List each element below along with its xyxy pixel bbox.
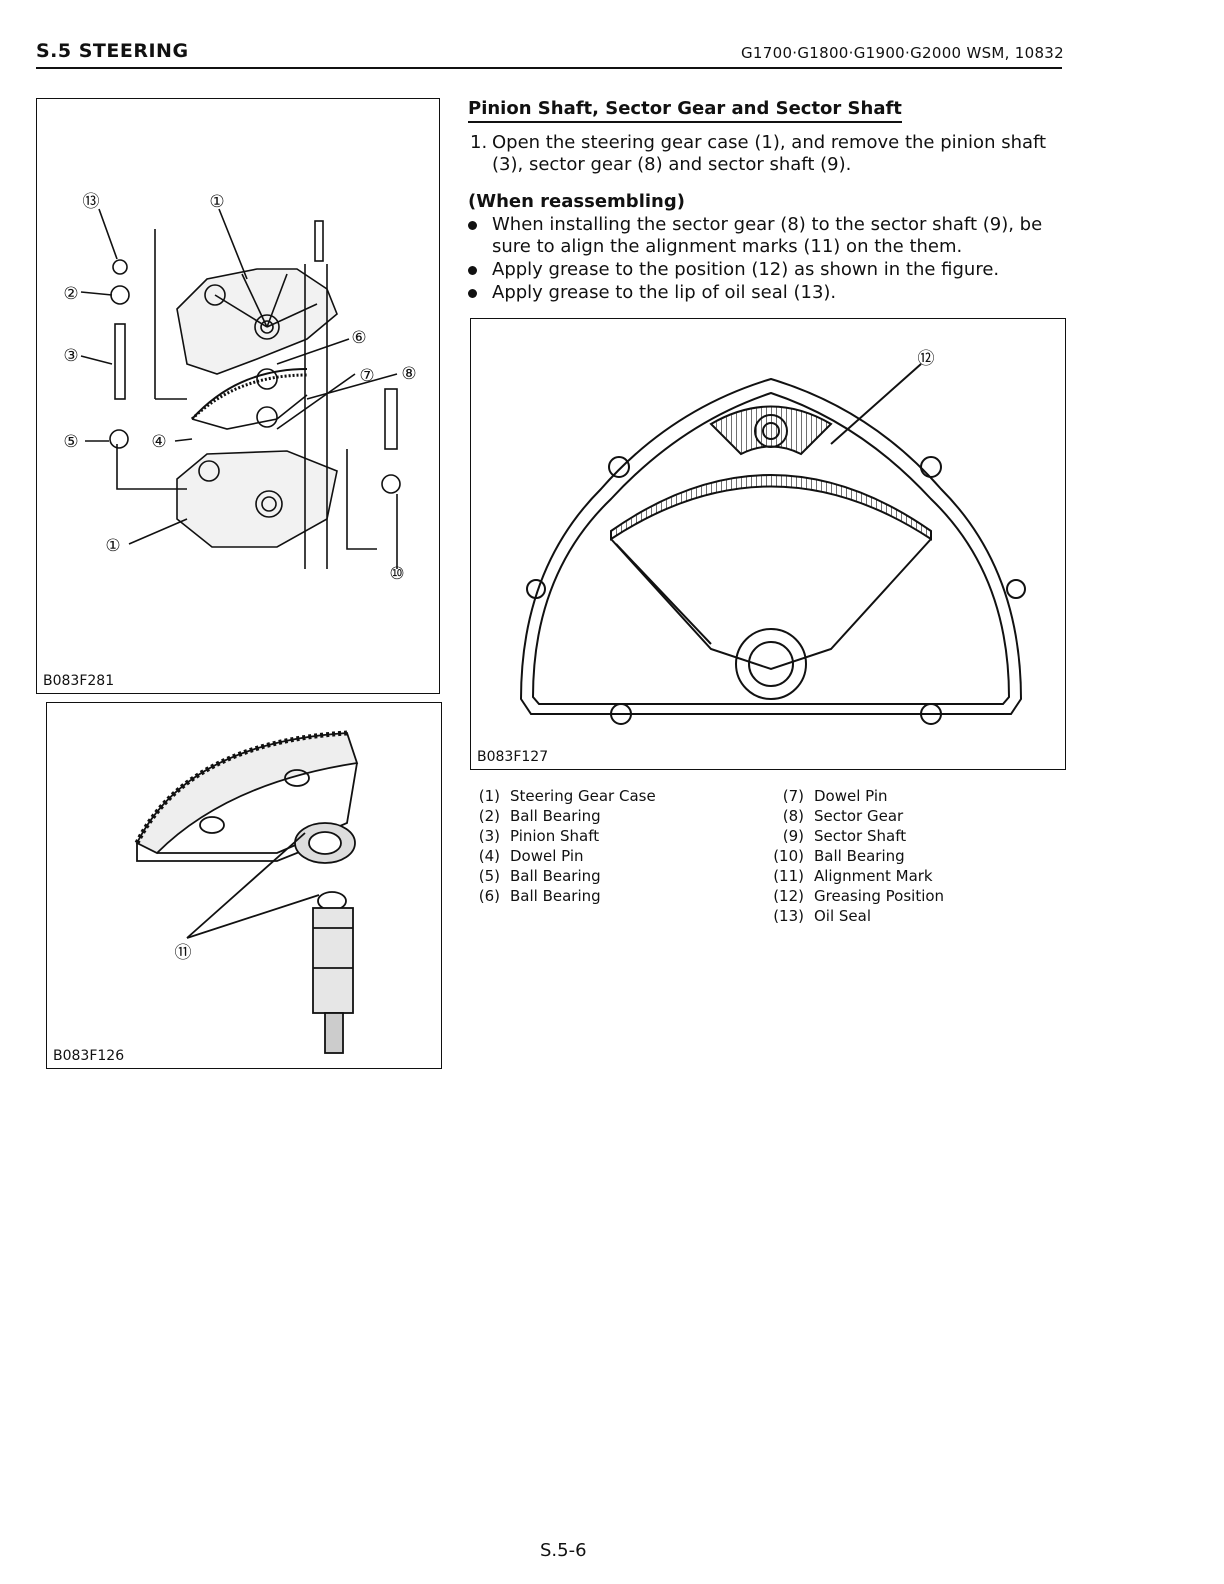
bullet-item: Apply grease to the lip of oil seal (13)… bbox=[466, 282, 1062, 304]
callout-11: ⑪ bbox=[175, 943, 192, 963]
legend-row: (5)Ball Bearing bbox=[478, 867, 601, 885]
case-greasing-figure: ⑫ B083F127 bbox=[470, 318, 1066, 770]
bullet-item: Apply grease to the position (12) as sho… bbox=[466, 259, 1062, 281]
legend-row: (6)Ball Bearing bbox=[478, 887, 601, 905]
bullet-icon bbox=[468, 266, 477, 275]
callout-8: ⑧ bbox=[401, 364, 416, 384]
legend-row: (4)Dowel Pin bbox=[478, 847, 584, 865]
parts-legend-right: (7)Dowel Pin (8)Sector Gear (9)Sector Sh… bbox=[772, 786, 944, 926]
figure-code: B083F127 bbox=[477, 749, 549, 765]
manual-reference: G1700·G1800·G1900·G2000 WSM, 10832 bbox=[740, 44, 1064, 62]
legend-row: (8)Sector Gear bbox=[782, 807, 904, 825]
bullet-item: When installing the sector gear (8) to t… bbox=[466, 214, 1062, 258]
bullet-icon bbox=[468, 221, 477, 230]
legend-row: (11)Alignment Mark bbox=[773, 867, 933, 885]
header-rule bbox=[36, 67, 1062, 69]
section-header: S.5 STEERING bbox=[36, 40, 189, 62]
legend-row: (7)Dowel Pin bbox=[782, 787, 888, 805]
legend-row: (1)Steering Gear Case bbox=[478, 787, 656, 805]
callout-12: ⑫ bbox=[918, 349, 935, 369]
parts-legend-left: (1)Steering Gear Case (2)Ball Bearing (3… bbox=[468, 786, 656, 906]
procedure-step: 1. Open the steering gear case (1), and … bbox=[470, 132, 1060, 176]
callout-1-bottom: ① bbox=[105, 536, 120, 556]
callout-1-top: ① bbox=[209, 192, 224, 212]
callout-6: ⑥ bbox=[351, 328, 366, 348]
gear-closeup-drawing: ⑪ bbox=[134, 730, 359, 1054]
legend-row: (10)Ball Bearing bbox=[773, 847, 905, 865]
callout-10: ⑩ bbox=[389, 564, 404, 584]
procedure-title: Pinion Shaft, Sector Gear and Sector Sha… bbox=[468, 98, 902, 123]
page-number: S.5-6 bbox=[540, 1540, 587, 1561]
step-text: Open the steering gear case (1), and rem… bbox=[492, 132, 1047, 175]
gear-closeup-figure: ⑪ B083F126 bbox=[46, 702, 442, 1069]
callout-4: ④ bbox=[151, 432, 166, 452]
step-number: 1. bbox=[470, 132, 488, 153]
callout-3: ③ bbox=[63, 346, 78, 366]
bullet-icon bbox=[468, 289, 477, 298]
legend-row: (13)Oil Seal bbox=[773, 907, 872, 925]
exploded-view-drawing: ⑬ ① ② ③ ⑥ ⑦ ⑧ ⑤ ④ ① ⑩ bbox=[63, 192, 416, 584]
legend-row: (2)Ball Bearing bbox=[478, 807, 601, 825]
legend-row: (12)Greasing Position bbox=[773, 887, 945, 905]
figure-code: B083F281 bbox=[43, 673, 115, 689]
legend-row: (9)Sector Shaft bbox=[782, 827, 907, 845]
legend-row: (3)Pinion Shaft bbox=[478, 827, 600, 845]
case-greasing-drawing: ⑫ bbox=[519, 349, 1026, 725]
reassembly-bullets: When installing the sector gear (8) to t… bbox=[466, 214, 1062, 305]
callout-7: ⑦ bbox=[359, 366, 374, 386]
exploded-view-figure: ⑬ ① ② ③ ⑥ ⑦ ⑧ ⑤ ④ ① ⑩ B083F281 bbox=[36, 98, 440, 694]
callout-2: ② bbox=[63, 284, 78, 304]
callout-13: ⑬ bbox=[83, 192, 100, 212]
callout-5: ⑤ bbox=[63, 432, 78, 452]
figure-code: B083F126 bbox=[53, 1048, 125, 1064]
reassembling-heading: (When reassembling) bbox=[468, 191, 685, 212]
